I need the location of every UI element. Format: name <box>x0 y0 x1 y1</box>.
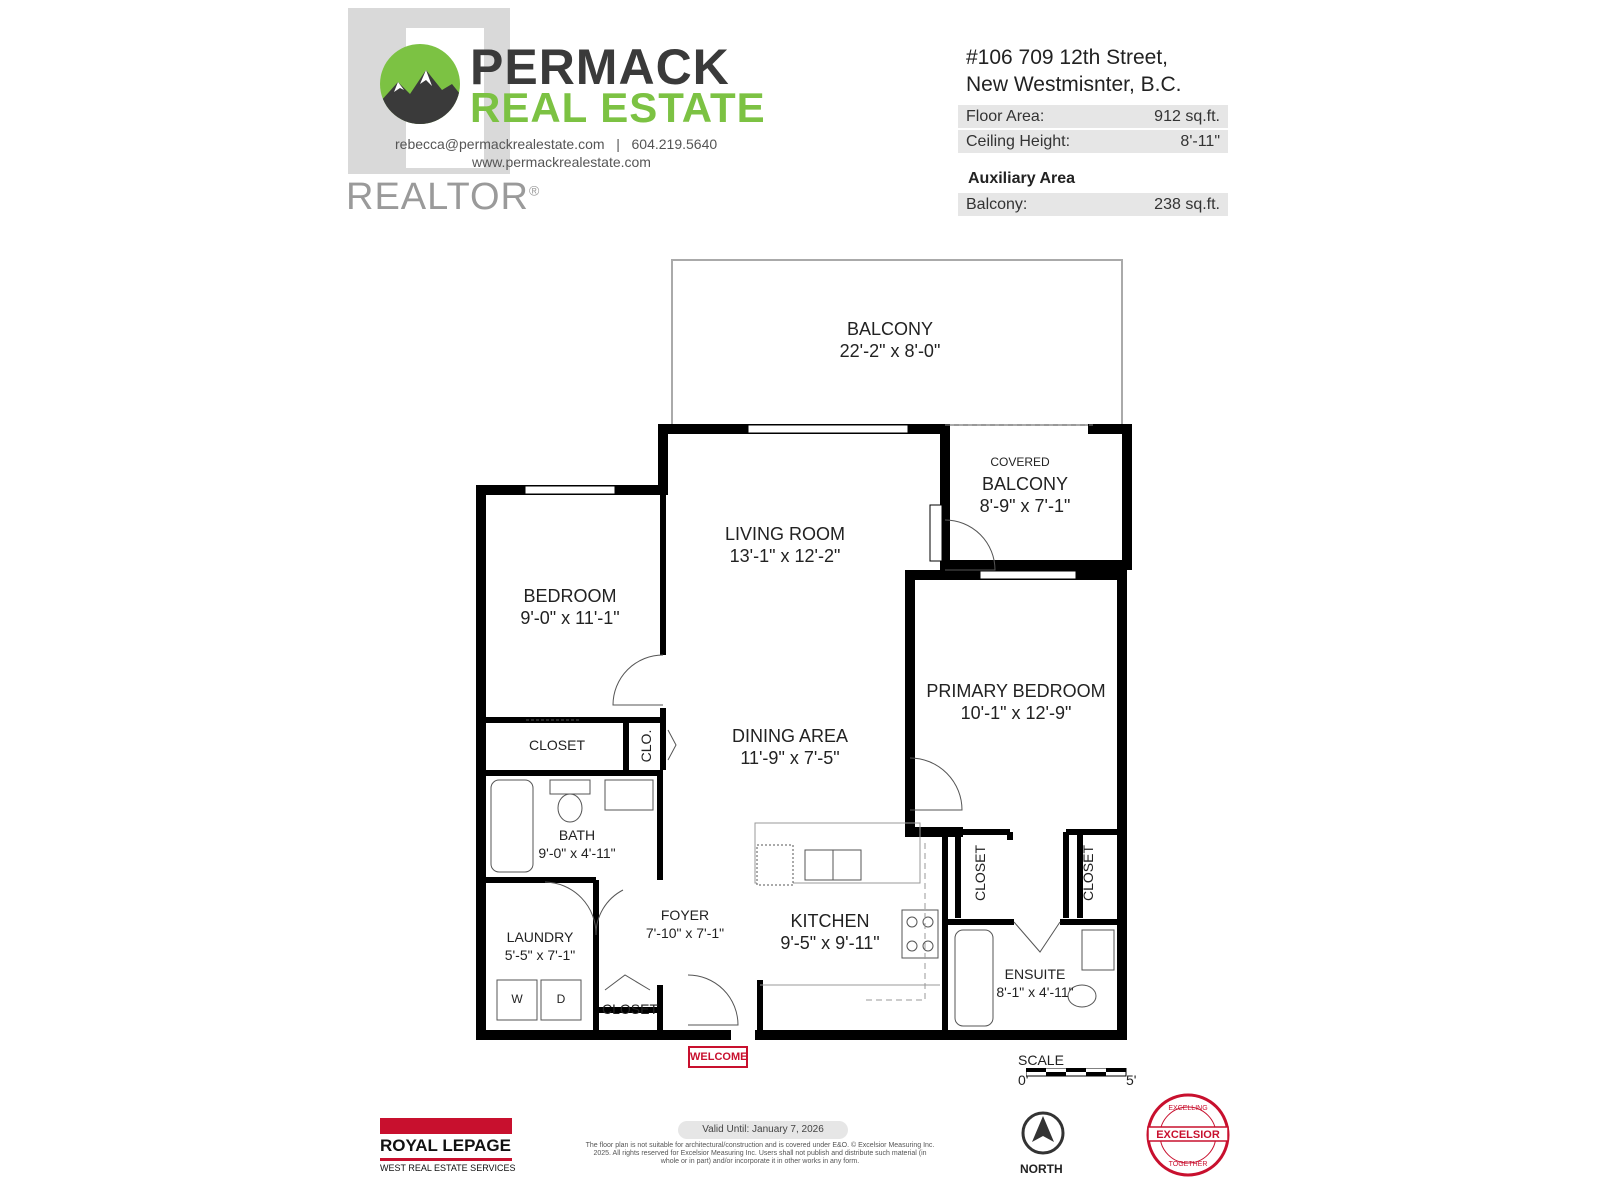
ensuite-label: ENSUITE 8'-1" x 4'-11" <box>980 965 1090 1001</box>
mountain-logo-icon <box>380 44 460 124</box>
primary-closet-1-label: CLOSET <box>972 845 988 902</box>
covered-balcony-name: BALCONY <box>981 474 1069 494</box>
brokerage-sub: WEST REAL ESTATE SERVICES <box>380 1163 516 1173</box>
foyer-dims: 7'-10" x 7'-1" <box>645 925 725 941</box>
floor-area-value: 912 sq.ft. <box>1154 108 1220 125</box>
living-room-name: LIVING ROOM <box>724 524 845 544</box>
seal-together: TOGETHER <box>1169 1161 1208 1168</box>
dryer <box>540 979 582 1021</box>
brand-name-line2: REAL ESTATE <box>470 84 766 131</box>
ensuite-dims: 8'-1" x 4'-11" <box>996 984 1074 1000</box>
welcome-mat: WELCOME <box>688 1046 748 1068</box>
balcony-area-value: 238 sq.ft. <box>1154 196 1220 213</box>
north-arrow-icon <box>1021 1111 1065 1155</box>
balcony-label: BALCONY 22'-2" x 8'-0" <box>820 318 960 362</box>
range <box>901 909 939 959</box>
brand-name-line1: PERMACK <box>470 39 730 95</box>
ceiling-height-label: Ceiling Height: <box>966 133 1071 150</box>
covered-label: COVERED <box>990 455 1050 469</box>
primary-closet-2-label: CLOSET <box>1080 845 1096 902</box>
bath-toilet <box>549 779 591 795</box>
fixtures <box>490 779 1115 1027</box>
scale-bar-icon <box>1026 1068 1127 1077</box>
scale-zero: 0' <box>1018 1072 1029 1088</box>
floor-area-row: Floor Area: 912 sq.ft. <box>958 105 1228 128</box>
bathtub <box>490 779 534 873</box>
bath-name: BATH <box>558 827 596 843</box>
ensuite-sink <box>1081 929 1115 971</box>
bath-label: BATH 9'-0" x 4'-11" <box>527 826 627 862</box>
realtor-wordmark: REALTOR® <box>346 176 541 218</box>
auxiliary-area-title: Auxiliary Area <box>968 170 1076 187</box>
brokerage-name: ROYAL LEPAGE <box>380 1136 511 1155</box>
website-url: www.permackrealestate.com <box>472 154 651 170</box>
primary-bedroom-dims: 10'-1" x 12'-9" <box>960 703 1072 723</box>
bedroom-dims: 9'-0" x 11'-1" <box>520 608 620 628</box>
scale-five: 5' <box>1126 1072 1137 1088</box>
ceiling-height-value: 8'-11" <box>1180 133 1220 150</box>
covered-balcony-dims: 8'-9" x 7'-1" <box>979 496 1071 516</box>
dishwasher <box>756 844 794 886</box>
kitchen-counter <box>754 822 921 884</box>
washer <box>496 979 538 1021</box>
bath-sink <box>604 779 654 811</box>
dining-area-dims: 11'-9" x 7'-5" <box>740 748 840 768</box>
windows <box>524 424 1077 580</box>
laundry-name: LAUNDRY <box>506 929 574 945</box>
bath-dims: 9'-0" x 4'-11" <box>538 845 616 861</box>
interior-walls <box>481 490 1122 1035</box>
contact-info: rebecca@permackrealestate.com | 604.219.… <box>395 136 718 152</box>
foyer-label: FOYER 7'-10" x 7'-1" <box>635 906 735 942</box>
bedroom-name: BEDROOM <box>523 586 617 606</box>
washer-label: W <box>511 992 523 1006</box>
address-line-1: #106 709 12th Street, <box>966 46 1168 69</box>
kitchen-label: KITCHEN 9'-5" x 9'-11" <box>760 910 900 954</box>
brokerage-rule <box>380 1158 512 1161</box>
covered-balcony-label: BALCONY 8'-9" x 7'-1" <box>960 473 1090 517</box>
balcony-dims: 22'-2" x 8'-0" <box>839 341 941 361</box>
seal-excelsior: EXCELSIOR <box>1156 1129 1220 1141</box>
ensuite-name: ENSUITE <box>1004 966 1066 982</box>
excelsior-seal-icon: EXCELSIOR EXCELLING TOGETHER <box>1146 1093 1230 1177</box>
address-line-2: New Westmisnter, B.C. <box>966 73 1182 96</box>
foyer-name: FOYER <box>660 907 710 923</box>
balcony-area-row: Balcony: 238 sq.ft. <box>958 193 1228 216</box>
laundry-label: LAUNDRY 5'-5" x 7'-1" <box>490 928 590 964</box>
primary-bedroom-name: PRIMARY BEDROOM <box>926 681 1106 701</box>
north-label: NORTH <box>1020 1162 1063 1176</box>
clo-label: CLO. <box>638 729 654 763</box>
valid-until: Valid Until: January 7, 2026 <box>678 1121 848 1139</box>
dining-area-name: DINING AREA <box>731 726 849 746</box>
primary-bedroom-label: PRIMARY BEDROOM 10'-1" x 12'-9" <box>916 680 1116 724</box>
disclaimer: The floor plan is not suitable for archi… <box>585 1142 935 1165</box>
ensuite-tub <box>954 929 994 1027</box>
floor-area-label: Floor Area: <box>966 108 1045 125</box>
seal-excelling: EXCELLING <box>1168 1105 1207 1112</box>
balcony-area-label: Balcony: <box>966 196 1028 213</box>
ceiling-height-row: Ceiling Height: 8'-11" <box>958 130 1228 153</box>
laundry-dims: 5'-5" x 7'-1" <box>504 947 576 963</box>
balcony-name: BALCONY <box>846 319 934 339</box>
bedroom-closet-label: CLOSET <box>528 737 585 753</box>
living-room-label: LIVING ROOM 13'-1" x 12'-2" <box>700 523 870 567</box>
property-address: #106 709 12th Street, New Westmisnter, B… <box>966 44 1182 98</box>
dining-area-label: DINING AREA 11'-9" x 7'-5" <box>705 725 875 769</box>
dryer-label: D <box>556 992 566 1006</box>
scale-title: SCALE <box>1018 1052 1064 1068</box>
kitchen-name: KITCHEN <box>790 911 870 931</box>
bedroom-label: BEDROOM 9'-0" x 11'-1" <box>500 585 640 629</box>
living-room-dims: 13'-1" x 12'-2" <box>729 546 841 566</box>
brokerage-bar <box>380 1118 512 1134</box>
foyer-closet-label: CLOSET <box>601 1001 658 1017</box>
kitchen-dims: 9'-5" x 9'-11" <box>780 933 880 953</box>
door-swings <box>526 519 1061 1026</box>
